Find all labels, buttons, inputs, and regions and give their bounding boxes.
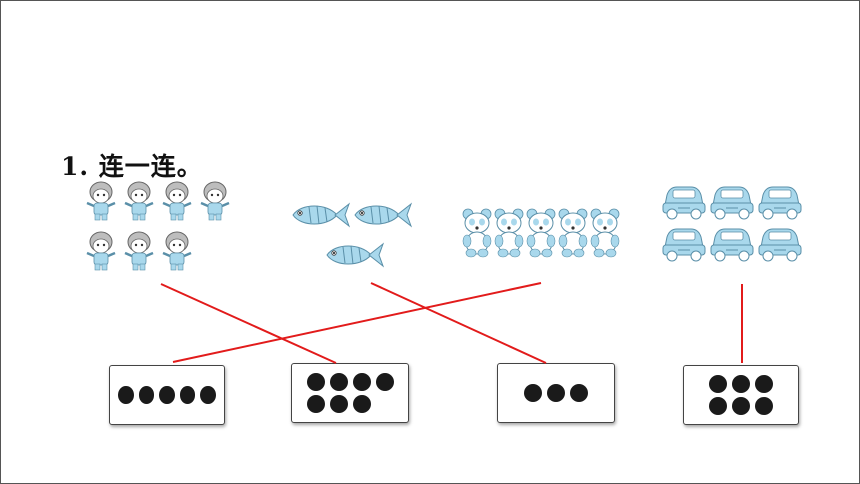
- dot-row: [300, 395, 400, 413]
- dot: [524, 384, 542, 402]
- dot: [547, 384, 565, 402]
- dot: [138, 386, 155, 404]
- dot: [352, 373, 371, 391]
- dot: [709, 375, 727, 393]
- dot: [329, 373, 348, 391]
- dot-box-5[interactable]: [109, 365, 225, 425]
- dot: [570, 384, 588, 402]
- dot-row: [692, 397, 790, 415]
- dot-box-6[interactable]: [683, 365, 799, 425]
- dot-row: [692, 375, 790, 393]
- dot: [375, 373, 394, 391]
- dot-row: [506, 384, 606, 402]
- dot: [353, 395, 371, 413]
- dot-row: [300, 373, 400, 391]
- dot: [307, 395, 325, 413]
- dot-box-3[interactable]: [497, 363, 615, 423]
- exercise-title: 1. 连一连。: [61, 152, 203, 181]
- line-children-to-7: [160, 283, 337, 364]
- dot: [179, 386, 196, 404]
- dot: [330, 395, 348, 413]
- dot: [755, 397, 773, 415]
- dot: [732, 375, 750, 393]
- dot-box-7[interactable]: [291, 363, 409, 423]
- dot: [118, 386, 134, 404]
- dot: [732, 397, 750, 415]
- dot: [159, 386, 175, 404]
- line-fish-to-3: [370, 282, 547, 364]
- dot: [755, 375, 773, 393]
- dot-row: [118, 386, 216, 404]
- dot: [709, 397, 727, 415]
- dot: [306, 373, 325, 391]
- line-pandas-to-5: [172, 282, 542, 363]
- dot: [200, 386, 216, 404]
